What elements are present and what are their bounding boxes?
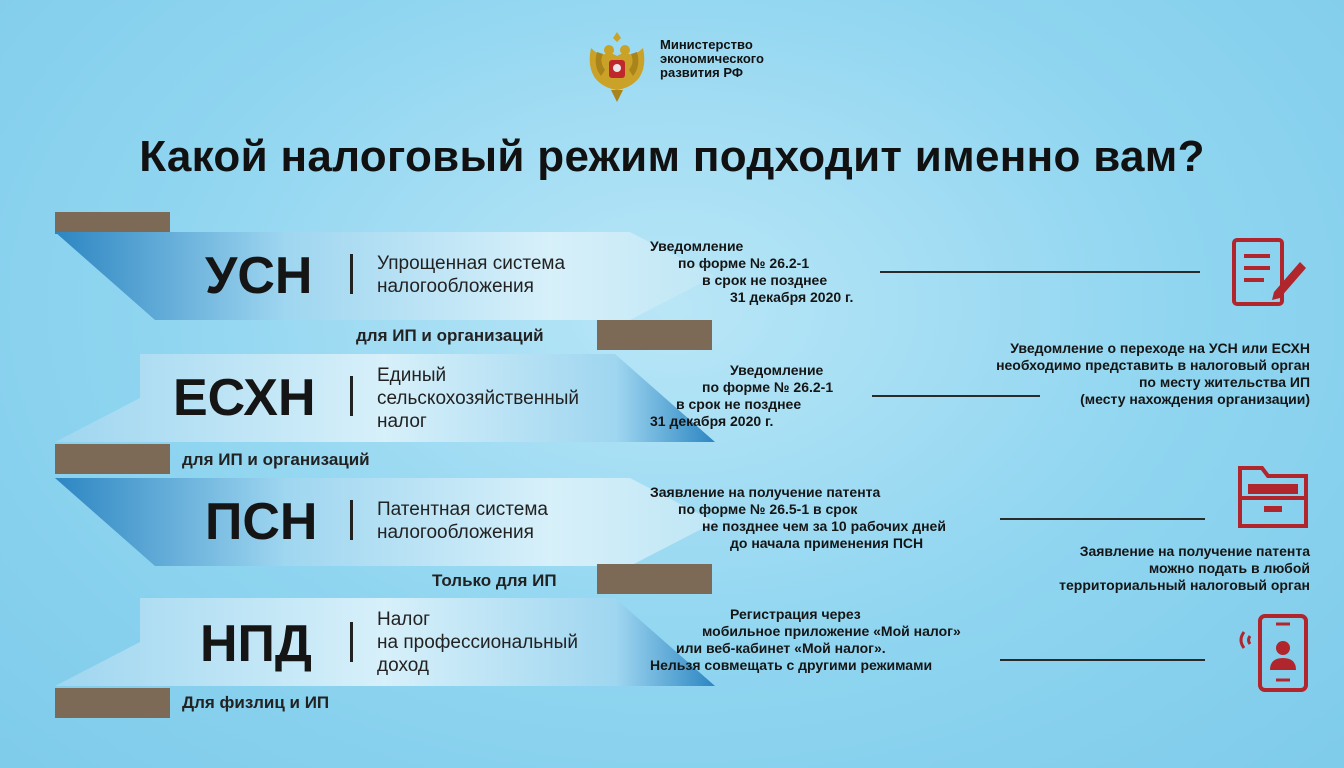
info-line: в срок не позднее <box>676 396 802 412</box>
regime-full-name: Упрощенная система налогообложения <box>377 252 565 298</box>
ribbon-tab <box>55 444 170 474</box>
info-line: Нельзя совмещать с другими режимами <box>650 657 933 673</box>
info-line: по форме № 26.5-1 в срок <box>678 501 858 517</box>
coat-of-arms-emblem <box>583 26 651 104</box>
note-line: территориальный налоговый орган <box>1059 577 1310 593</box>
info-line: Уведомление <box>650 238 744 254</box>
ministry-name: Министерство экономического развития РФ <box>660 38 790 80</box>
note-line: Заявление на получение патента <box>1079 543 1310 559</box>
ministry-line: Министерство <box>660 37 753 52</box>
connector-line <box>880 271 1200 273</box>
info-line: по форме № 26.2-1 <box>702 379 834 395</box>
name-line: налогообложения <box>377 276 534 297</box>
regime-abbr: ЕСХН <box>173 369 316 427</box>
name-line: налог <box>377 411 427 432</box>
regime-full-name: Патентная система налогообложения <box>377 498 548 544</box>
regime-abbr: ПСН <box>205 493 318 551</box>
npd-info: Регистрация через мобильное приложение «… <box>650 606 961 674</box>
info-line: Регистрация через <box>730 606 861 622</box>
info-line: не позднее чем за 10 рабочих дней <box>702 518 946 534</box>
connector-line <box>872 395 1040 397</box>
info-line: Заявление на получение патента <box>650 484 881 500</box>
name-line: Единый <box>377 365 447 386</box>
info-line: Уведомление <box>730 362 824 378</box>
info-line: до начала применения ПСН <box>730 535 924 551</box>
regime-audience: для ИП и организаций <box>182 450 370 469</box>
regime-ribbon-eshn: ЕСХН Единый сельскохозяйственный налог <box>55 354 715 442</box>
note-line: Уведомление о переходе на УСН или ЕСХН <box>1010 340 1310 356</box>
regime-abbr: НПД <box>200 615 312 673</box>
name-line: доход <box>377 655 429 676</box>
usn-info: Уведомление по форме № 26.2-1 в срок не … <box>650 238 853 306</box>
divider <box>350 376 353 416</box>
ribbon-tab <box>597 564 712 594</box>
regime-ribbon-usn: УСН Упрощенная система налогообложения <box>55 232 715 320</box>
ribbon-tab <box>55 688 170 718</box>
info-line: 31 декабря 2020 г. <box>730 289 854 305</box>
note-line: по месту жительства ИП <box>1138 374 1310 390</box>
ministry-line: экономического <box>660 51 764 66</box>
mobile-phone-icon <box>1236 612 1312 699</box>
folder-icon <box>1236 460 1310 535</box>
regime-audience: Для физлиц и ИП <box>182 693 330 712</box>
regime-ribbon-npd: НПД Налог на профессиональный доход <box>55 598 715 686</box>
name-line: Налог <box>377 609 431 630</box>
page-title: Какой налоговый режим подходит именно ва… <box>139 132 1205 181</box>
note-line: можно подать в любой <box>1148 560 1310 576</box>
info-line: или веб-кабинет «Мой налог». <box>676 640 886 656</box>
connector-line <box>1000 659 1205 661</box>
info-line: мобильное приложение «Мой налог» <box>702 623 961 639</box>
note-line: (месту нахождения организации) <box>1080 391 1310 407</box>
name-line: Упрощенная система <box>377 253 566 274</box>
name-line: сельскохозяйственный <box>377 388 579 409</box>
ribbon-tab <box>55 212 170 234</box>
info-line: 31 декабря 2020 г. <box>650 413 774 429</box>
eshn-info: Уведомление по форме № 26.2-1 в срок не … <box>650 362 833 430</box>
name-line: на профессиональный <box>377 632 578 653</box>
name-line: налогообложения <box>377 522 534 543</box>
info-line: в срок не позднее <box>702 272 828 288</box>
regime-abbr: УСН <box>205 247 313 305</box>
psn-info: Заявление на получение патента по форме … <box>650 484 946 552</box>
connector-line <box>1000 518 1205 520</box>
document-pen-icon <box>1230 236 1310 315</box>
patent-note: Заявление на получение патента можно под… <box>1040 543 1310 594</box>
transition-note: Уведомление о переходе на УСН или ЕСХН н… <box>985 340 1310 408</box>
regime-full-name: Налог на профессиональный доход <box>377 608 578 677</box>
regime-audience: Только для ИП <box>432 571 557 590</box>
ministry-line: развития РФ <box>660 65 743 80</box>
divider <box>350 500 353 540</box>
ribbon-tab <box>597 320 712 350</box>
regime-audience: для ИП и организаций <box>356 326 544 345</box>
name-line: Патентная система <box>377 499 548 520</box>
divider <box>350 254 353 294</box>
regime-full-name: Единый сельскохозяйственный налог <box>377 364 579 433</box>
note-line: необходимо представить в налоговый орган <box>996 357 1310 373</box>
divider <box>350 622 353 662</box>
info-line: по форме № 26.2-1 <box>678 255 810 271</box>
regime-ribbon-psn: ПСН Патентная система налогообложения <box>55 478 715 566</box>
